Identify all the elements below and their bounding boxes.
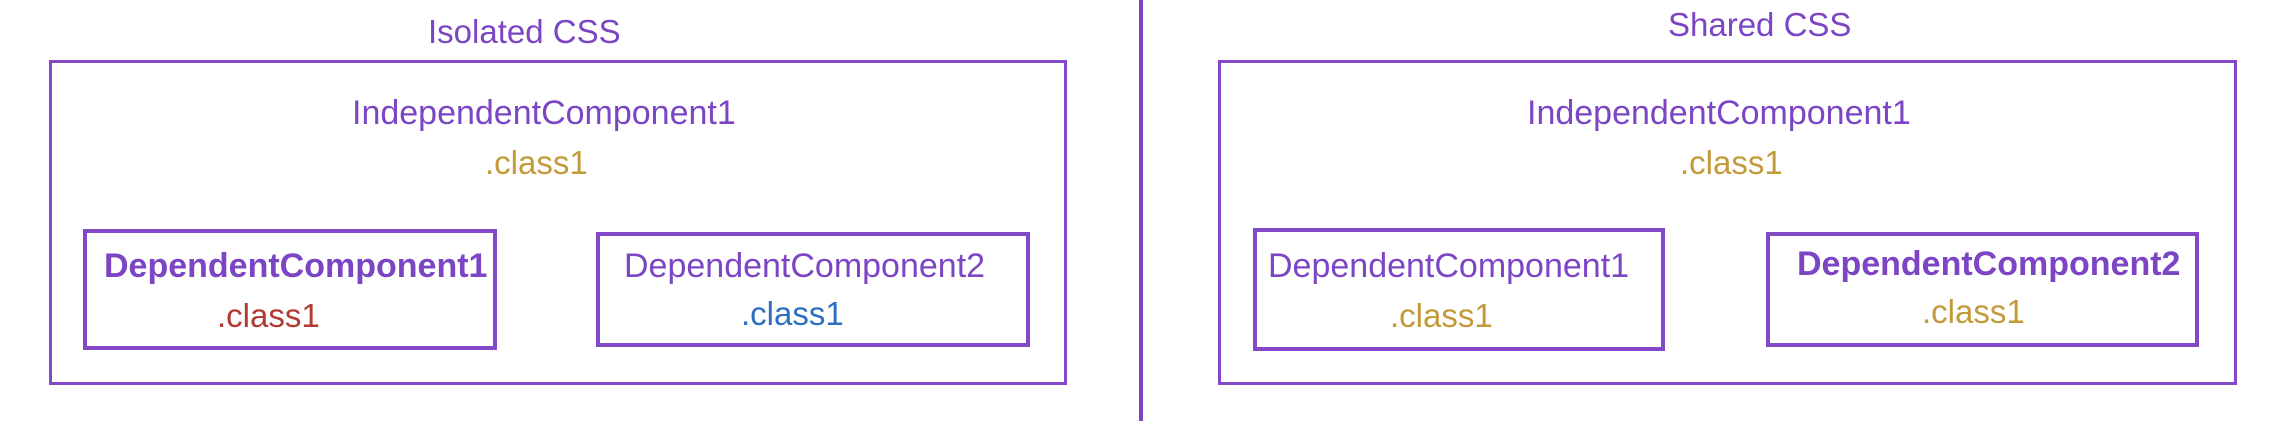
independent-component-box-shared [1218, 60, 2237, 385]
shared-css-title: Shared CSS [1668, 6, 1852, 43]
dependent-component2-class-label-isolated: .class1 [741, 295, 844, 332]
dependent-component1-label-isolated: DependentComponent1 [104, 247, 488, 285]
independent-component-label-shared: IndependentComponent1 [1527, 94, 1911, 132]
panel-divider [1139, 0, 1143, 421]
dependent-component2-box-shared [1766, 232, 2199, 347]
dependent-component1-label-shared: DependentComponent1 [1268, 247, 1630, 285]
dependent-component2-box-isolated [596, 232, 1030, 347]
dependent-component1-box-isolated [83, 229, 497, 350]
independent-class-label-shared: .class1 [1680, 144, 1783, 181]
dependent-component1-class-label-shared: .class1 [1390, 297, 1493, 334]
independent-class-label-isolated: .class1 [485, 144, 588, 181]
dependent-component2-label-shared: DependentComponent2 [1797, 245, 2181, 283]
isolated-css-title: Isolated CSS [428, 13, 621, 50]
independent-component-box-isolated [49, 60, 1067, 385]
dependent-component2-class-label-shared: .class1 [1922, 293, 2025, 330]
independent-component-label-isolated: IndependentComponent1 [352, 94, 736, 132]
dependent-component2-label-isolated: DependentComponent2 [624, 247, 986, 285]
dependent-component1-box-shared [1253, 228, 1665, 351]
dependent-component1-class-label-isolated: .class1 [217, 297, 320, 334]
